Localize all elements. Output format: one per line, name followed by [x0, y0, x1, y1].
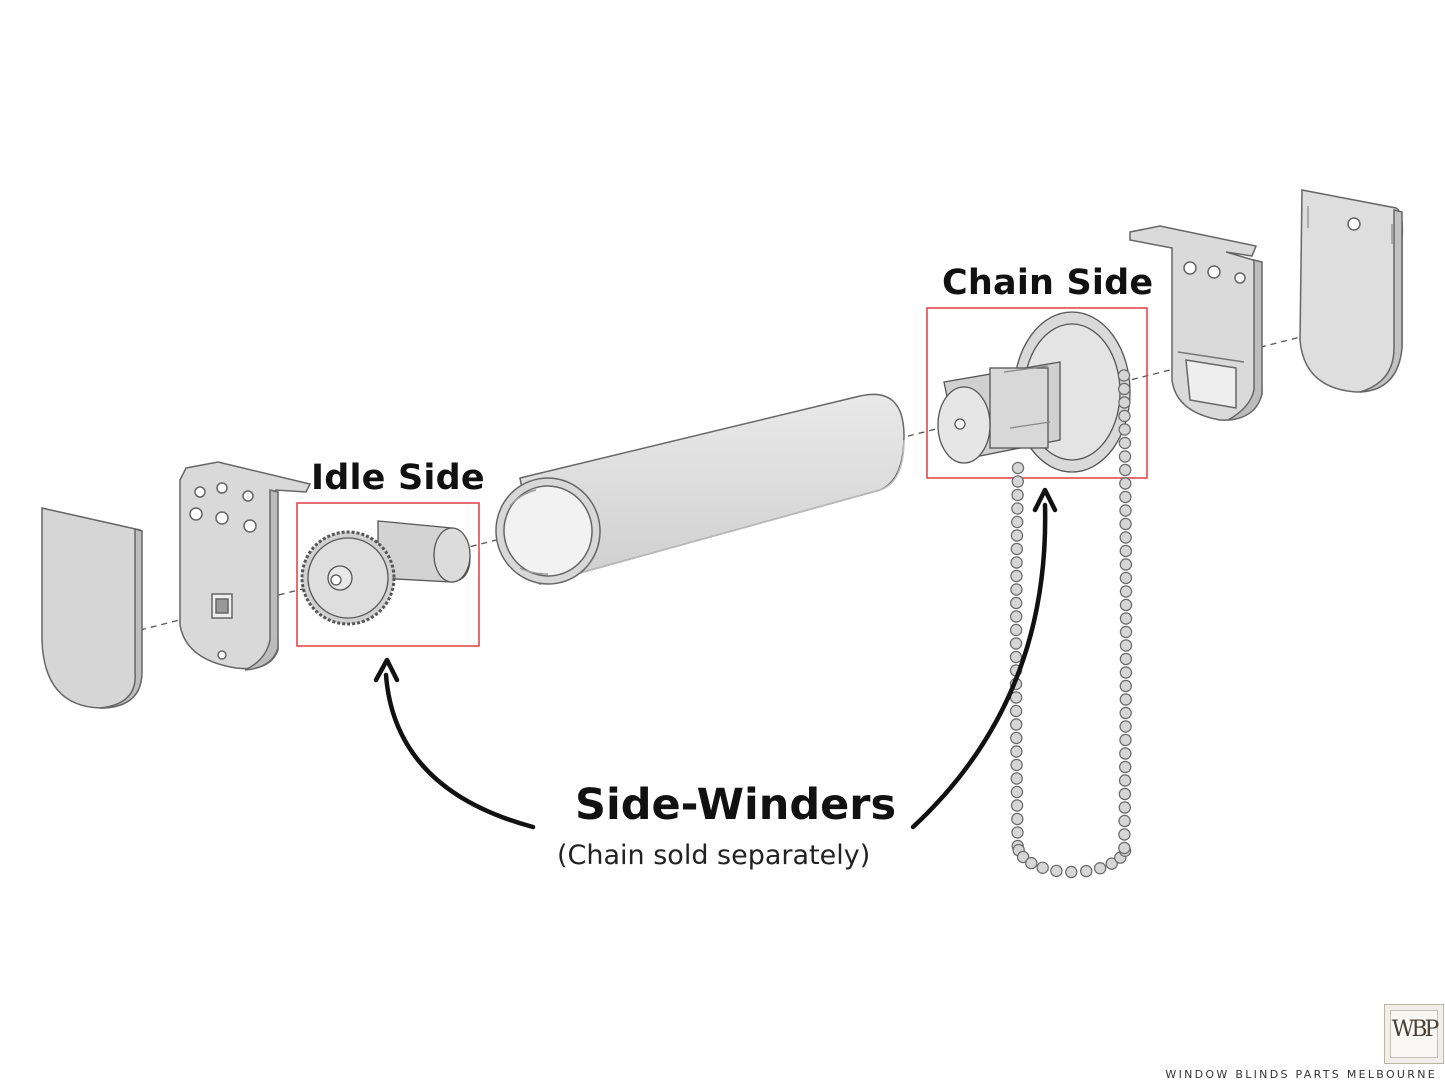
wbp-logo-text: WBP	[1391, 1017, 1440, 1042]
chain-bead	[1010, 610, 1023, 623]
chain-bead	[1119, 585, 1133, 598]
chain-bead	[1118, 787, 1132, 801]
chain-bead	[1065, 865, 1078, 879]
chain-bead	[1011, 502, 1024, 515]
chain-bead	[1011, 475, 1025, 488]
chain-bead	[1119, 666, 1133, 679]
chain-bead	[1118, 801, 1132, 814]
chain-bead	[1118, 409, 1131, 423]
chain-bead	[1118, 396, 1131, 409]
chain-side-winder	[937, 311, 1131, 473]
right-bracket	[1129, 225, 1263, 421]
chain-bead	[1118, 760, 1132, 774]
chain-bead	[1011, 461, 1025, 475]
wbp-logo: WBP	[1384, 1004, 1444, 1064]
chain-bead	[1117, 369, 1131, 382]
chain-bead	[1118, 774, 1132, 787]
chain-bead	[1119, 544, 1133, 558]
chain-bead	[1010, 745, 1023, 758]
chain-bead	[1119, 639, 1133, 652]
curved-arrow-to-chain-side	[910, 487, 1058, 830]
idle-side-highlight-box	[296, 502, 480, 647]
chain-bead	[1079, 864, 1093, 878]
chain-bead	[1119, 733, 1132, 747]
chain-bead	[1093, 862, 1107, 875]
chain-side-highlight-box	[926, 307, 1148, 479]
left-bracket	[179, 461, 312, 671]
chain-bead	[1010, 758, 1023, 772]
chain-bead	[1118, 423, 1131, 436]
chain-bead	[1119, 679, 1133, 693]
chain-bead	[1119, 504, 1132, 517]
chain-bead	[1010, 799, 1024, 812]
chain-bead	[1010, 718, 1023, 731]
chain-bead	[1119, 706, 1132, 720]
chain-bead	[1118, 841, 1131, 855]
chain-bead	[1010, 785, 1024, 799]
chain-bead	[1119, 747, 1132, 760]
chain-bead	[1119, 693, 1133, 706]
chain-bead	[1010, 569, 1023, 583]
chain-bead	[1010, 542, 1024, 556]
chain-bead	[1119, 598, 1133, 612]
chain-bead	[1119, 558, 1133, 571]
chain-bead	[1118, 436, 1132, 450]
chain-bead	[1025, 856, 1038, 870]
chain-bead	[1010, 556, 1023, 569]
chain-bead	[1118, 450, 1132, 463]
side-winders-title: Side-Winders	[575, 780, 897, 830]
chain-bead	[1011, 826, 1024, 839]
chain-bead	[1119, 612, 1133, 625]
chain-bead	[1119, 531, 1132, 544]
chain-bead	[1010, 583, 1023, 596]
chain-sold-separately-note: (Chain sold separately)	[557, 840, 871, 871]
curved-arrow-to-idle-side	[373, 657, 536, 830]
right-end-cap	[1299, 189, 1404, 393]
chain-bead	[1118, 828, 1131, 841]
chain-bead	[1009, 650, 1023, 664]
chain-bead	[1010, 772, 1023, 785]
idle-end-plug	[300, 520, 471, 626]
chain-bead	[1119, 490, 1132, 504]
brand-name: WINDOW BLINDS PARTS MELBOURNE	[1165, 1068, 1437, 1081]
chain-bead	[1118, 463, 1132, 477]
chain-bead	[1119, 517, 1132, 531]
chain-bead	[1119, 571, 1133, 585]
chain-bead	[1117, 382, 1131, 396]
chain-bead	[1009, 637, 1023, 650]
chain-bead	[1119, 720, 1132, 733]
chain-bead	[1119, 625, 1133, 639]
chain-bead	[1118, 814, 1131, 828]
chain-bead	[1011, 488, 1024, 502]
wbp-logo-badge: WBP	[1390, 1010, 1440, 1058]
chain-bead	[1119, 652, 1133, 666]
chain-bead	[1011, 812, 1024, 826]
bead-chain	[1009, 369, 1133, 879]
roller-tube	[495, 393, 905, 585]
chain-bead	[1010, 596, 1023, 610]
chain-bead	[1011, 515, 1024, 529]
chain-bead	[1119, 477, 1132, 490]
chain-bead	[1050, 864, 1063, 878]
chain-bead	[1010, 529, 1024, 542]
chain-side-label: Chain Side	[942, 263, 1154, 303]
left-end-cap	[41, 507, 143, 709]
chain-bead	[1010, 731, 1023, 745]
chain-bead	[1016, 850, 1030, 864]
idle-side-label: Idle Side	[311, 458, 485, 498]
chain-bead	[1036, 861, 1049, 875]
chain-bead	[1009, 704, 1023, 718]
chain-bead	[1009, 623, 1023, 637]
chain-bead	[1105, 857, 1118, 870]
